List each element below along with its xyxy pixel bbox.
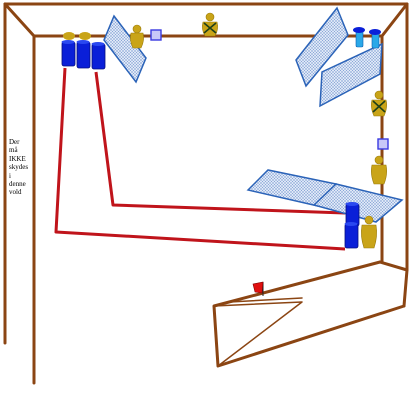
note-line: må	[9, 146, 18, 155]
stand-step	[229, 297, 303, 303]
yellow-target-figure-icon	[130, 12, 387, 249]
warning-note: Der må IKKE skydes i denne vold	[9, 138, 43, 197]
square-marker-icon	[150, 29, 389, 150]
marker-right	[377, 138, 389, 150]
stand-top	[378, 260, 409, 308]
stand-outline	[212, 260, 406, 368]
panel-top-right-1	[295, 6, 349, 88]
note-line: IKKE	[9, 154, 26, 163]
blue-barrel-icon-top-right	[353, 27, 381, 49]
route-lines	[54, 67, 346, 251]
note-line: i	[9, 171, 11, 180]
figure-right-lower	[361, 215, 377, 249]
red-flag-icon	[252, 281, 264, 296]
route-outer	[54, 67, 346, 251]
marker-top	[150, 29, 162, 41]
corner-link-right	[380, 2, 409, 38]
route-inner	[94, 71, 346, 215]
figure-right-middle	[371, 155, 387, 185]
figure-right-upper	[371, 90, 387, 117]
blue-barrel-icon-lower-right	[344, 202, 360, 249]
stand-inner	[213, 301, 303, 367]
note-line: Der	[9, 138, 20, 146]
note-line: vold	[9, 188, 22, 197]
figure-top-left	[130, 24, 144, 49]
panel-top-right-2	[319, 42, 383, 108]
note-line: denne	[9, 180, 26, 189]
outer-wall	[3, 2, 409, 345]
blue-barrel-icon	[61, 32, 106, 70]
figure-top-center	[202, 12, 218, 37]
note-line: skydes	[9, 163, 29, 172]
corner-link-left	[3, 2, 36, 38]
